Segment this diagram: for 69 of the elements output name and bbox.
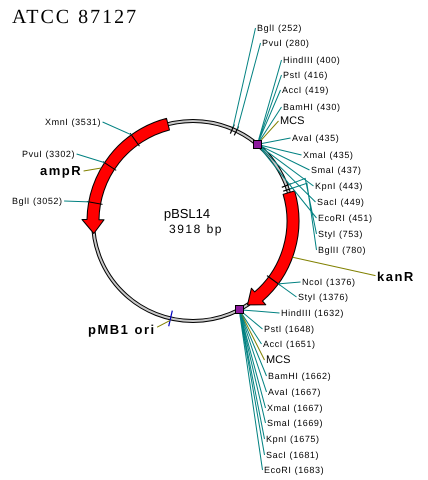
site-label: BglII (780) <box>318 245 366 255</box>
leader-line <box>288 178 317 234</box>
gene-label: kanR <box>377 270 415 284</box>
leader-line <box>243 312 263 330</box>
leader-line <box>261 145 302 156</box>
leader-line <box>240 314 267 376</box>
plasmid-size: 3918 bp <box>169 222 223 236</box>
leader-line <box>232 28 256 128</box>
site-label: EcoRI (1683) <box>264 465 324 475</box>
leader-line <box>261 146 310 170</box>
feature-label: MCS <box>266 354 290 366</box>
leader-line <box>102 122 132 136</box>
site-label: HindIII (1632) <box>281 308 344 318</box>
leader-line <box>258 90 281 140</box>
site-label: XmaI (435) <box>303 150 354 160</box>
site-label: SacI (1681) <box>266 450 320 460</box>
leader-line <box>261 148 316 202</box>
site-label: StyI (1376) <box>298 292 349 302</box>
mcs-marker <box>252 140 262 149</box>
site-label: AccI (1651) <box>263 339 316 349</box>
site-label: BglI (3052) <box>12 196 63 206</box>
title: ATCC 87127 <box>12 6 138 28</box>
site-label: XmaI (1667) <box>267 403 324 413</box>
leader-line <box>260 148 317 218</box>
leader-line <box>260 106 282 140</box>
feature-label: MCS <box>280 115 304 127</box>
site-label: NcoI (1376) <box>302 277 356 287</box>
leader-line <box>239 314 263 470</box>
leader-line <box>260 120 279 140</box>
leader-line <box>289 182 317 250</box>
site-label: HindIII (400) <box>283 55 340 65</box>
site-label: PvuI (280) <box>262 38 310 48</box>
site-label: EcoRI (451) <box>318 213 373 223</box>
leader-line <box>240 314 267 392</box>
site-label: KpnI (1675) <box>266 434 320 444</box>
origin-label: pMB1 ori <box>88 323 156 337</box>
leader-line <box>236 42 261 130</box>
site-label: BamHI (430) <box>283 102 341 112</box>
leader-line <box>292 256 376 276</box>
site-label: BglI (252) <box>257 23 302 33</box>
leader-line <box>278 283 297 298</box>
site-label: XmnI (3531) <box>45 117 102 127</box>
leader-line <box>156 320 171 328</box>
leader-line <box>243 310 280 314</box>
site-label: AccI (419) <box>282 85 330 95</box>
leader-line <box>241 314 265 360</box>
leader-line <box>76 154 105 164</box>
plasmid-name: pBSL14 <box>164 206 210 221</box>
site-label: SacI (449) <box>317 197 365 207</box>
mcs-marker <box>234 305 244 314</box>
leader-line <box>64 200 90 202</box>
gene-label: ampR <box>40 164 82 178</box>
leader-line <box>278 282 301 284</box>
site-label: StyI (753) <box>318 229 364 239</box>
site-label: PstI (416) <box>283 70 328 80</box>
site-label: AvaI (435) <box>292 133 340 143</box>
site-label: BamHI (1662) <box>268 371 332 381</box>
leader-line <box>261 138 291 144</box>
site-label: PstI (1648) <box>264 324 315 334</box>
site-label: SmaI (437) <box>311 165 362 175</box>
leader-line <box>83 168 102 172</box>
leader-line <box>258 74 282 140</box>
leader-line <box>258 60 282 140</box>
site-label: PvuI (3302) <box>22 149 76 159</box>
leader-line <box>242 314 262 344</box>
site-label: SmaI (1669) <box>267 418 324 428</box>
leader-line <box>261 147 314 186</box>
site-label: KpnI (443) <box>315 181 364 191</box>
site-label: AvaI (1667) <box>268 387 321 397</box>
